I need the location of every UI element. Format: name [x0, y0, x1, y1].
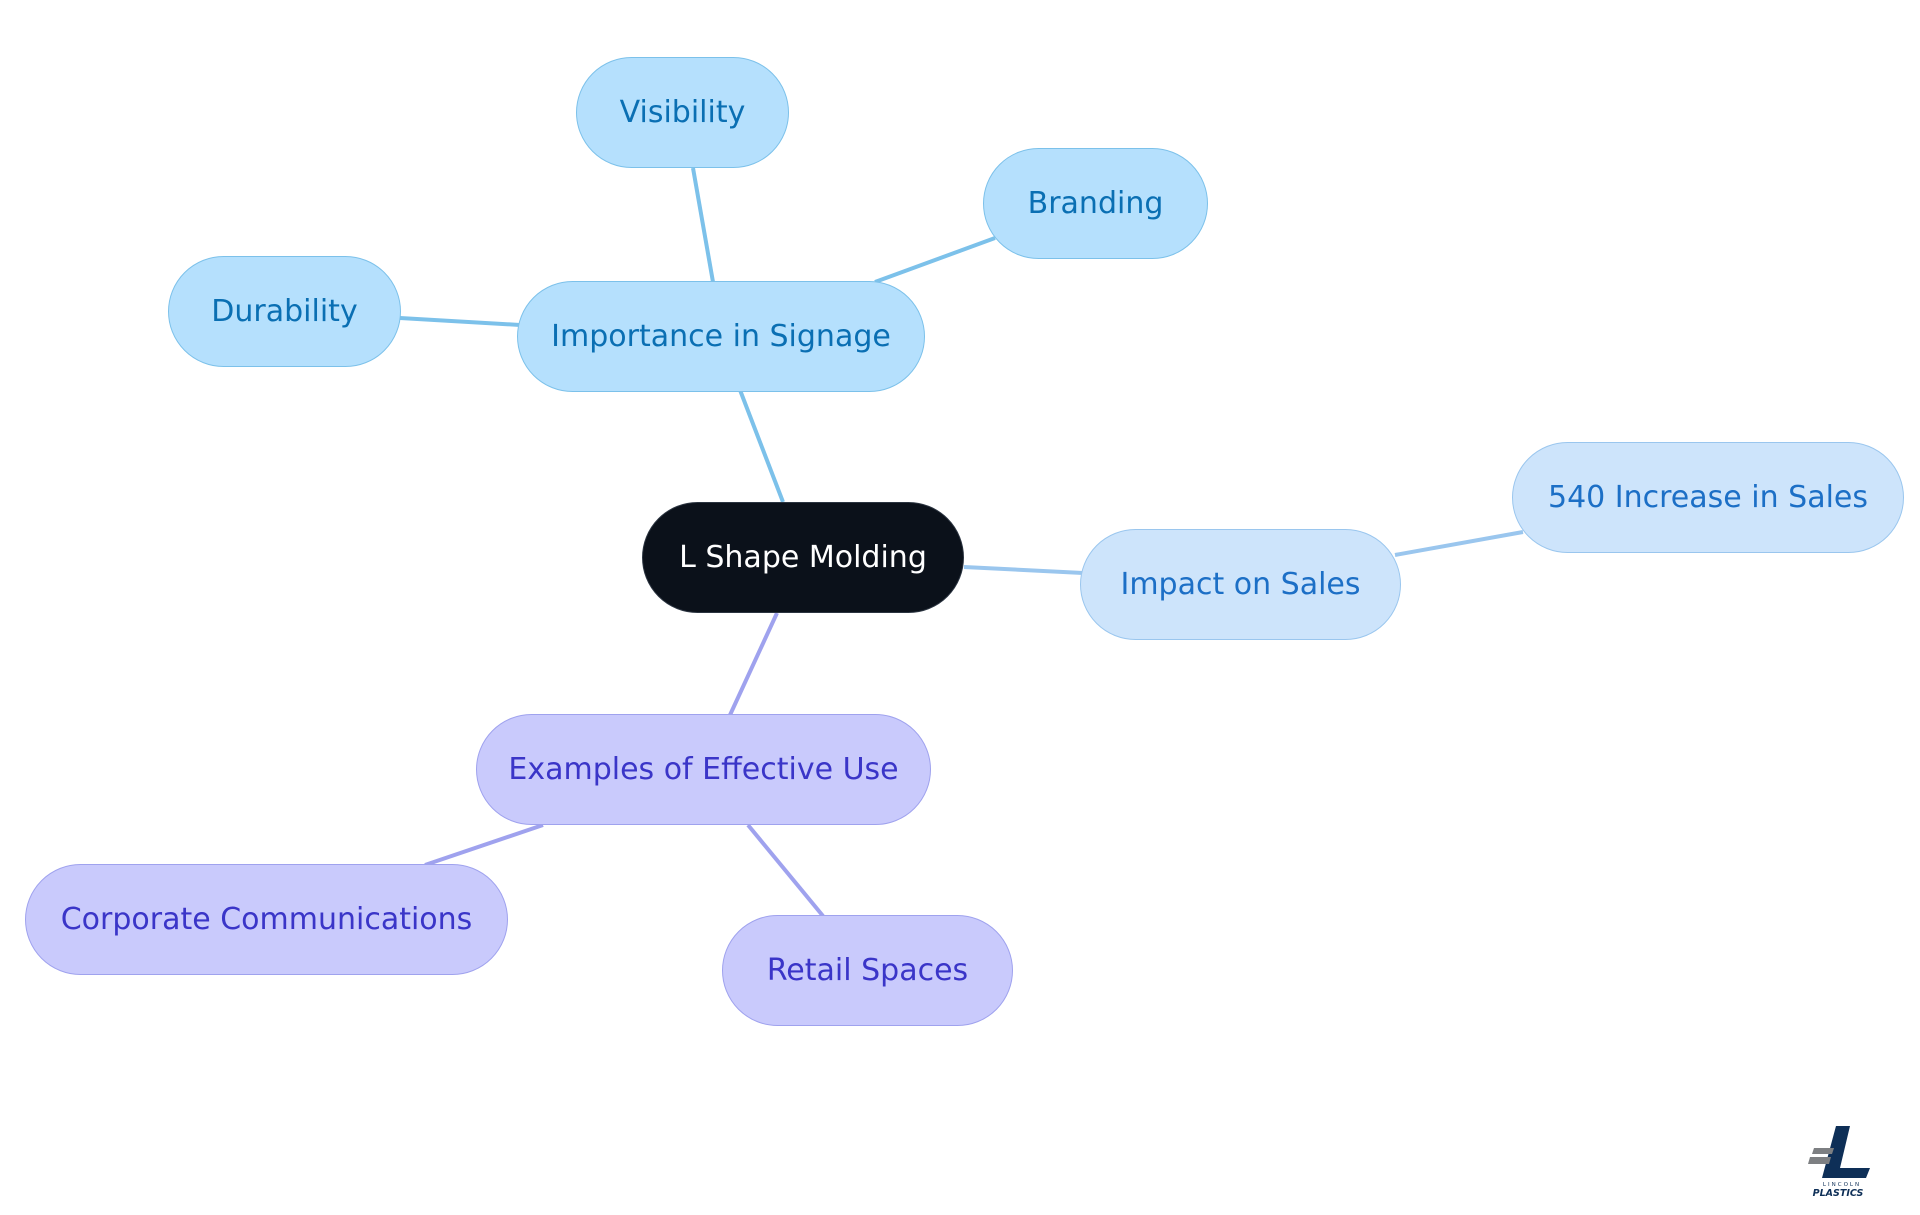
- edge-sales-540: [1394, 530, 1524, 557]
- node-root[interactable]: L Shape Molding: [642, 502, 964, 613]
- edge-root-signage: [738, 389, 785, 503]
- edge-signage-branding: [874, 236, 996, 284]
- node-retail-spaces[interactable]: Retail Spaces: [722, 915, 1013, 1026]
- node-branding[interactable]: Branding: [983, 148, 1208, 259]
- lincoln-plastics-logo: LINCOLN PLASTICS: [1808, 1126, 1870, 1199]
- node-impact-on-sales[interactable]: Impact on Sales: [1080, 529, 1401, 640]
- node-importance-in-signage[interactable]: Importance in Signage: [517, 281, 925, 392]
- edge-signage-durability: [399, 316, 521, 327]
- edge-examples-retail: [746, 823, 825, 918]
- node-examples-of-effective-use[interactable]: Examples of Effective Use: [476, 714, 931, 825]
- logo-line1: LINCOLN: [1823, 1182, 1861, 1188]
- node-corporate-communications[interactable]: Corporate Communications: [25, 864, 508, 975]
- logo-l-mark: [1822, 1126, 1870, 1178]
- edge-root-examples: [728, 612, 779, 716]
- edge-signage-visibility: [691, 167, 715, 283]
- logo-line2: PLASTICS: [1813, 1188, 1864, 1199]
- logo-bar-bottom: [1808, 1157, 1831, 1164]
- edge-examples-corporate: [424, 823, 544, 867]
- logo-bar-top: [1812, 1148, 1834, 1154]
- node-durability[interactable]: Durability: [168, 256, 401, 367]
- edge-root-sales: [963, 565, 1084, 575]
- node-540-increase-in-sales[interactable]: 540 Increase in Sales: [1512, 442, 1904, 553]
- node-visibility[interactable]: Visibility: [576, 57, 789, 168]
